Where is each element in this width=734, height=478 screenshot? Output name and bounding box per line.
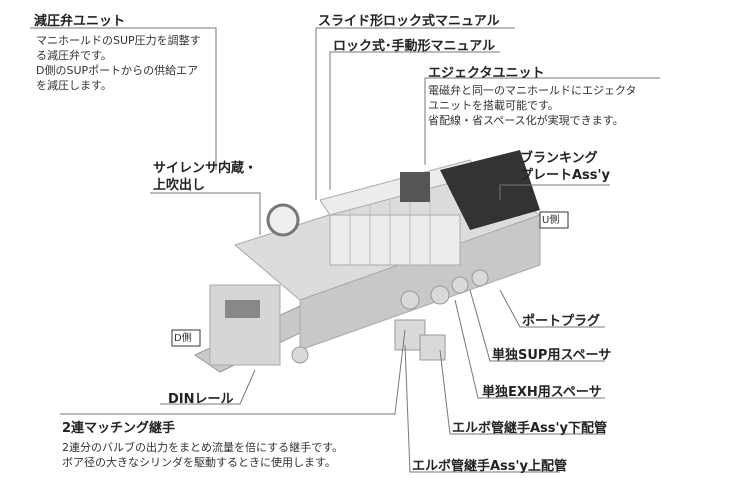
- port-plug-title: ポートプラグ: [522, 314, 601, 329]
- blanking-title: ブランキング プレートAss'y: [520, 150, 610, 184]
- din-rail-title: DINレール: [168, 392, 234, 407]
- elbow-up-title: エルボ管継手Ass'y上配管: [412, 459, 567, 474]
- title-line: ブランキング: [520, 151, 598, 166]
- exh-spacer-title: 単独EXH用スペーサ: [482, 385, 602, 400]
- dual-fitting-title: 2連マッチング継手: [62, 421, 176, 436]
- d-side-tag: D側: [174, 333, 192, 344]
- title-line: 上吹出し: [153, 178, 206, 193]
- elbow-down-title: エルボ管継手Ass'y下配管: [452, 421, 607, 436]
- u-side-tag: U側: [542, 215, 560, 226]
- regulator-title: 減圧弁ユニット: [34, 14, 126, 29]
- desc-line: る減圧弁です。: [36, 49, 112, 62]
- desc-line: を減圧します。: [36, 79, 112, 92]
- dual-fitting-desc: 2連分のバルブの出力をまとめ流量を倍にする継手です。 ボア径の大きなシリンダを駆…: [62, 440, 343, 470]
- ejector-title: エジェクタユニット: [428, 66, 545, 81]
- desc-line: マニホールドのSUP圧力を調整す: [36, 34, 201, 47]
- desc-line: 2連分のバルブの出力をまとめ流量を倍にする継手です。: [62, 441, 344, 454]
- title-line: プレートAss'y: [520, 168, 610, 183]
- ejector-desc: 電磁弁と同一のマニホールドにエジェクタ ユニットを搭載可能です。 省配線・省スペ…: [428, 83, 637, 128]
- desc-line: ユニットを搭載可能です。: [428, 99, 559, 112]
- lock-manual-title: ロック式･手動形マニュアル: [333, 39, 496, 54]
- slide-lock-title: スライド形ロック式マニュアル: [318, 14, 500, 29]
- sup-spacer-title: 単独SUP用スペーサ: [492, 348, 612, 363]
- silencer-title: サイレンサ内蔵・ 上吹出し: [153, 160, 257, 194]
- title-line: サイレンサ内蔵・: [153, 161, 258, 176]
- desc-line: ボア径の大きなシリンダを駆動するときに使用します。: [62, 456, 336, 469]
- desc-line: D側のSUPポートからの供給エア: [36, 64, 199, 77]
- desc-line: 電磁弁と同一のマニホールドにエジェクタ: [428, 84, 637, 97]
- desc-line: 省配線・省スペース化が実現できます。: [428, 114, 624, 127]
- regulator-desc: マニホールドのSUP圧力を調整す る減圧弁です。 D側のSUPポートからの供給エ…: [36, 33, 201, 93]
